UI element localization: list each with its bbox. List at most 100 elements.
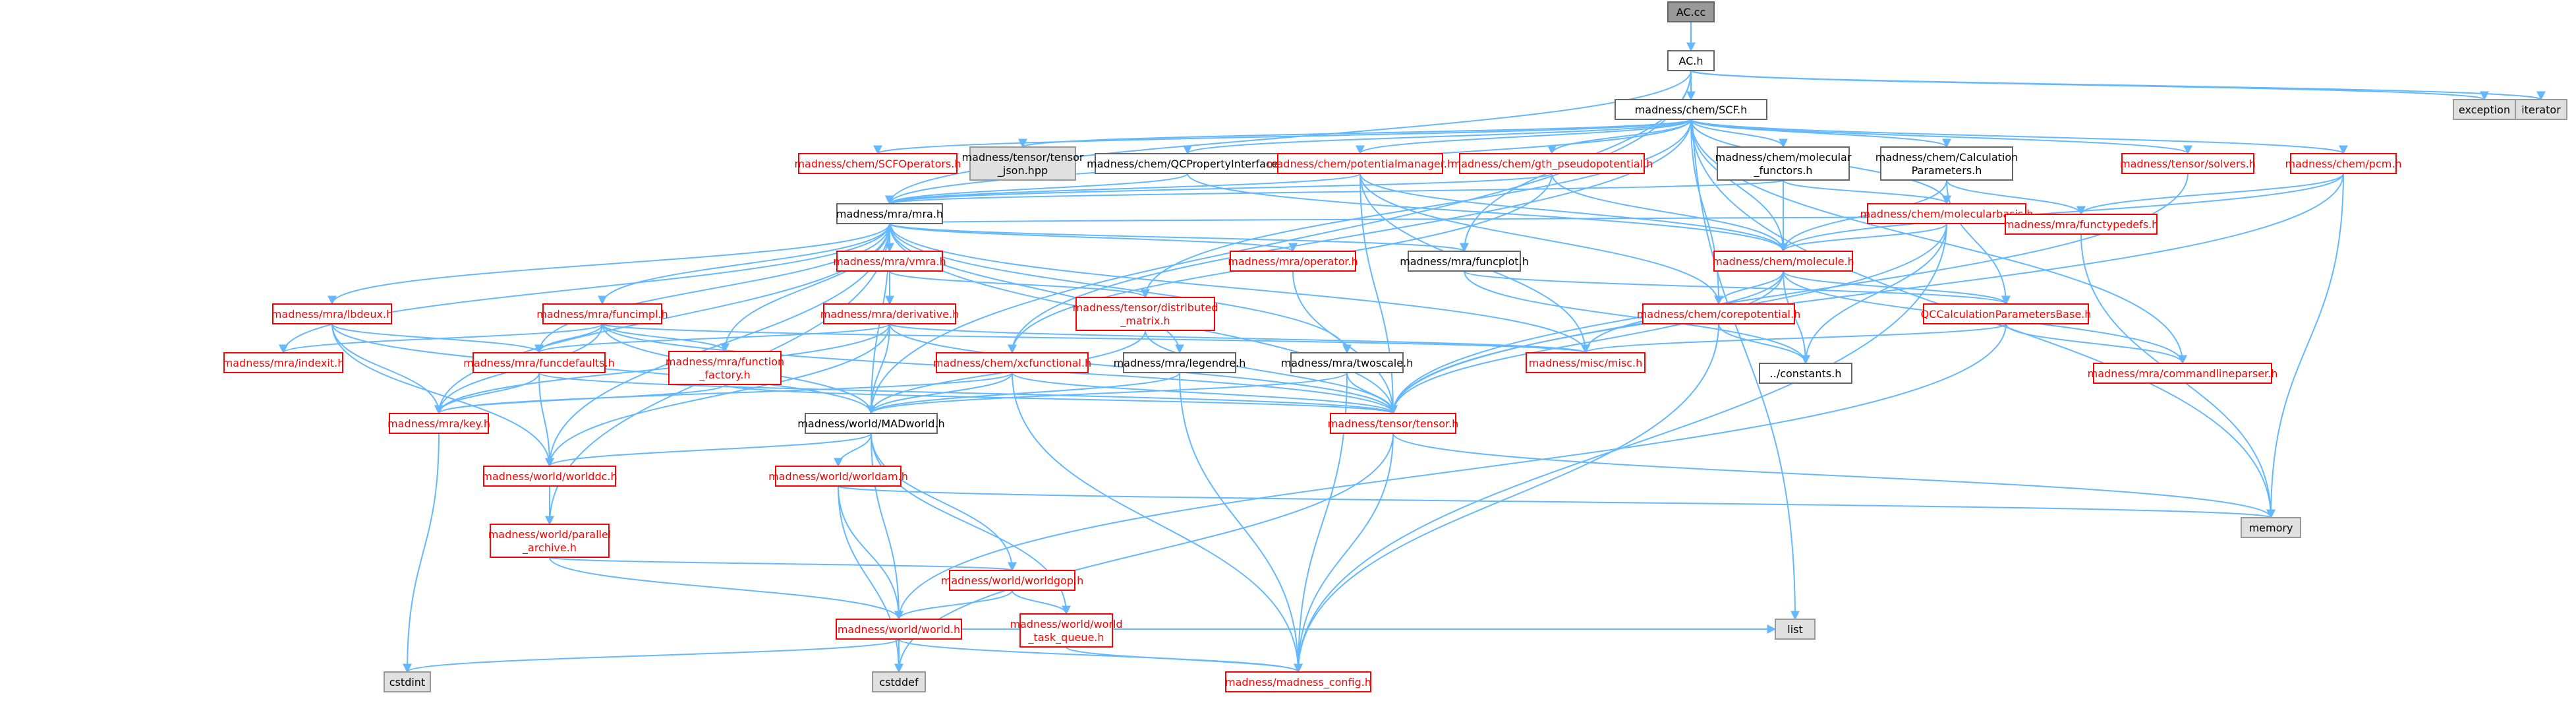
edge-SCF_h-to-molfunctors bbox=[1690, 119, 1788, 148]
node-label: madness/world/world bbox=[1010, 618, 1122, 630]
node-parallel[interactable]: madness/world/parallel_archive.h bbox=[488, 524, 612, 558]
node-label: madness/misc/misc.h bbox=[1529, 357, 1643, 369]
node-legendre[interactable]: madness/mra/legendre.h bbox=[1114, 352, 1246, 373]
node-distmatrix[interactable]: madness/tensor/distributed_matrix.h bbox=[1073, 297, 1218, 331]
node-qccalcbase[interactable]: QCCalculationParametersBase.h bbox=[1921, 303, 2092, 324]
node-molecule[interactable]: madness/chem/molecule.h bbox=[1712, 251, 1854, 272]
edge-molecule-to-qccalcbase bbox=[1783, 270, 2011, 305]
node-mra[interactable]: madness/mra/mra.h bbox=[836, 203, 943, 224]
edge-SCF_h-to-potmgr bbox=[1356, 119, 1692, 155]
node-corepot[interactable]: madness/chem/corepotential.h bbox=[1637, 303, 1800, 324]
node-potmgr[interactable]: madness/chem/potentialmanager.h bbox=[1267, 153, 1454, 174]
edge-xcfunc-to-key bbox=[434, 372, 1013, 415]
node-funcdefaults[interactable]: madness/mra/funcdefaults.h bbox=[463, 352, 615, 373]
node-AC_cc[interactable]: AC.cc bbox=[1667, 1, 1715, 22]
node-label: madness/mra/key.h bbox=[387, 417, 490, 430]
edge-funcplot-to-constants bbox=[1464, 270, 1810, 365]
node-funcfactory[interactable]: madness/mra/function_factory.h bbox=[666, 351, 784, 385]
node-taskq[interactable]: madness/world/world_task_queue.h bbox=[1010, 613, 1123, 648]
node-memory: memory bbox=[2241, 517, 2301, 538]
edge-mra-to-operator bbox=[889, 223, 1298, 253]
node-worldgop[interactable]: madness/world/worldgop.h bbox=[941, 570, 1083, 591]
node-SCF_h[interactable]: madness/chem/SCF.h bbox=[1615, 99, 1767, 120]
edge-mraqq-to-worlddc bbox=[331, 323, 554, 468]
node-QCProp[interactable]: madness/chem/QCPropertyInterface.h bbox=[1087, 153, 1288, 174]
edge-molbasis-to-constants bbox=[1801, 223, 1947, 365]
node-label: _json.hpp bbox=[997, 164, 1048, 177]
edge-corepot-to-constants bbox=[1718, 323, 1810, 365]
node-box bbox=[1225, 671, 1371, 692]
node-label: _archive.h bbox=[522, 541, 577, 555]
node-label: madness/mra/legendre.h bbox=[1114, 357, 1246, 369]
node-config[interactable]: madness/madness_config.h bbox=[1225, 671, 1371, 692]
node-label: madness/mra/operator.h bbox=[1228, 255, 1358, 268]
node-box bbox=[1230, 251, 1356, 272]
edge-AC_h-to-iterator bbox=[1690, 70, 2546, 101]
node-label: iterator bbox=[2521, 104, 2561, 116]
node-world[interactable]: madness/world/world.h bbox=[836, 619, 962, 640]
node-box bbox=[1667, 50, 1715, 71]
node-label: madness/chem/SCFOperators.h bbox=[794, 158, 961, 170]
node-vmra[interactable]: madness/mra/vmra.h bbox=[833, 251, 946, 272]
node-calcparams[interactable]: madness/chem/CalculationParameters.h bbox=[1875, 146, 2018, 181]
edge-vmra-to-distmatrix bbox=[889, 270, 1150, 299]
edge-derivative-to-MADworld bbox=[867, 323, 890, 415]
node-indexit[interactable]: madness/mra/indexit.h bbox=[223, 352, 345, 373]
node-box bbox=[1713, 251, 1853, 272]
edge-funcimpl-to-indexit bbox=[279, 323, 603, 354]
node-worlddc[interactable]: madness/world/worlddc.h bbox=[482, 466, 617, 487]
node-operator[interactable]: madness/mra/operator.h bbox=[1228, 251, 1358, 272]
edge-pcm-to-molecule bbox=[1779, 173, 2344, 253]
node-box bbox=[1123, 352, 1236, 373]
node-misc[interactable]: madness/misc/misc.h bbox=[1526, 352, 1646, 373]
node-funcimpl[interactable]: madness/mra/funcimpl.h bbox=[536, 303, 668, 324]
node-label: madness/world/worldam.h bbox=[768, 470, 908, 483]
edge-mra-to-misc bbox=[889, 223, 1590, 354]
node-functypedefs[interactable]: madness/mra/functypedefs.h bbox=[2004, 214, 2159, 235]
node-label: madness/mra/derivative.h bbox=[820, 308, 959, 320]
edge-taskq-to-config bbox=[1066, 646, 1303, 673]
node-derivative[interactable]: madness/mra/derivative.h bbox=[820, 303, 959, 324]
edge-qccalcbase-to-cmdparser bbox=[2005, 323, 2187, 365]
node-box bbox=[1867, 203, 2026, 224]
node-SCFOperators[interactable]: madness/chem/SCFOperators.h bbox=[794, 153, 961, 174]
node-AC_h[interactable]: AC.h bbox=[1667, 50, 1715, 71]
edge-funcimpl-to-funcfactory bbox=[602, 323, 730, 353]
edge-MADworld-to-worldam bbox=[834, 433, 872, 468]
edge-layer bbox=[279, 22, 2546, 673]
edge-SCF_h-to-corepot bbox=[1690, 119, 1723, 305]
node-label: _functors.h bbox=[1754, 164, 1813, 177]
node-funcplot[interactable]: madness/mra/funcplot.h bbox=[1400, 251, 1529, 272]
node-label: madness/world/worldgop.h bbox=[941, 574, 1083, 587]
edge-mraqq-to-key bbox=[331, 323, 444, 415]
node-label: madness/mra/functypedefs.h bbox=[2004, 218, 2159, 231]
node-label: QCCalculationParametersBase.h bbox=[1921, 308, 2092, 320]
node-box bbox=[969, 146, 1076, 181]
node-molfunctors[interactable]: madness/chem/molecular_functors.h bbox=[1715, 146, 1852, 181]
node-constants[interactable]: ../constants.h bbox=[1759, 363, 1852, 384]
edge-mra-to-funcfactory bbox=[720, 223, 890, 353]
node-cmdparser[interactable]: madness/mra/commandlineparser.h bbox=[2088, 363, 2278, 384]
node-box bbox=[1642, 303, 1795, 324]
edge-SCF_h-to-tensor_json bbox=[1018, 119, 1692, 148]
node-box bbox=[2290, 153, 2397, 174]
node-twoscale[interactable]: madness/mra/twoscale.h bbox=[1281, 352, 1414, 373]
node-gthpp[interactable]: madness/chem/gth_pseudopotential.h bbox=[1451, 153, 1653, 174]
node-label: madness/chem/Calculation bbox=[1875, 151, 2018, 164]
edge-mra-to-mraqq bbox=[328, 223, 890, 305]
node-mraqq[interactable]: madness/mra/lbdeux.h bbox=[272, 303, 393, 324]
node-tensor[interactable]: madness/tensor/tensor.h bbox=[1328, 413, 1459, 434]
edge-worldam-to-memory bbox=[838, 485, 2275, 519]
node-key[interactable]: madness/mra/key.h bbox=[387, 413, 490, 434]
node-molbasis[interactable]: madness/chem/molecularbasis.h bbox=[1860, 203, 2034, 224]
node-tensor_json: madness/tensor/tensor_json.hpp bbox=[962, 146, 1084, 181]
edge-key-to-cstdint bbox=[403, 433, 440, 673]
node-solvers[interactable]: madness/tensor/solvers.h bbox=[2120, 153, 2256, 174]
node-label: AC.cc bbox=[1676, 6, 1706, 18]
node-pcm[interactable]: madness/chem/pcm.h bbox=[2285, 153, 2402, 174]
node-label: exception bbox=[2459, 104, 2510, 116]
node-worldam[interactable]: madness/world/worldam.h bbox=[768, 466, 908, 487]
node-box bbox=[1075, 297, 1215, 331]
node-MADworld[interactable]: madness/world/MADworld.h bbox=[797, 413, 945, 434]
node-xcfunc[interactable]: madness/chem/xcfunctional.h bbox=[933, 352, 1091, 373]
